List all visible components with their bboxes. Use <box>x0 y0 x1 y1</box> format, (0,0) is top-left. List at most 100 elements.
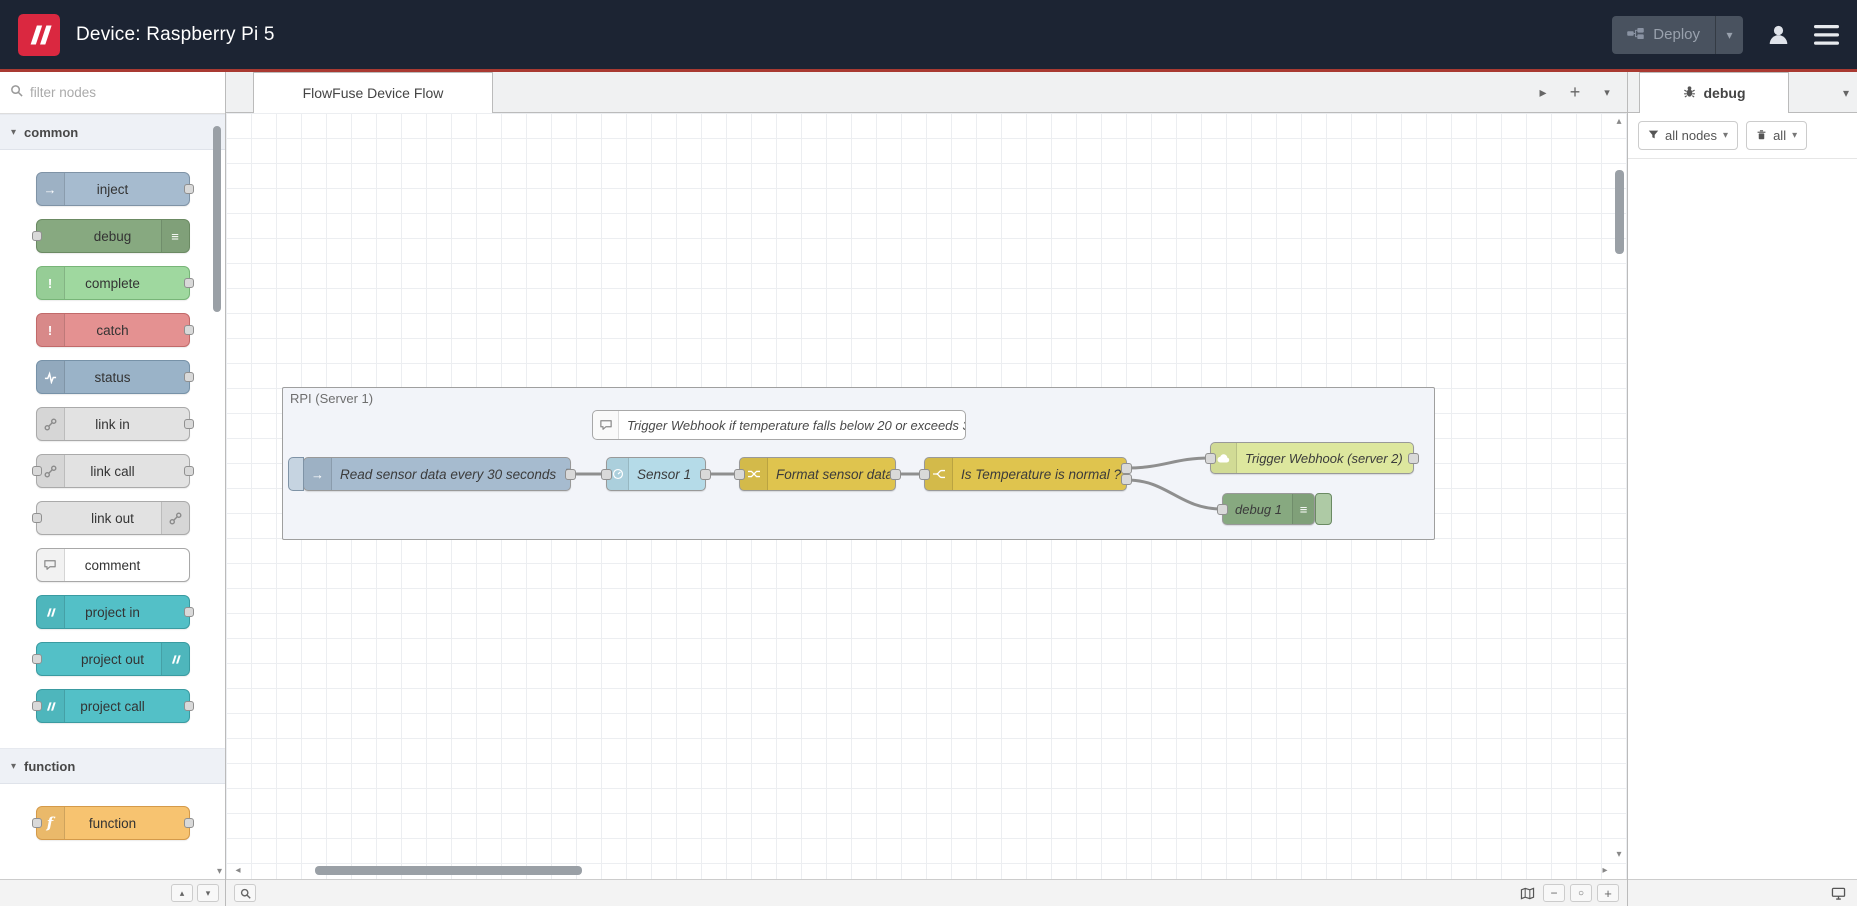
palette-node-comment[interactable]: comment <box>35 548 190 582</box>
flow-node-inject[interactable]: → Read sensor data every 30 seconds ↻ <box>288 457 576 491</box>
deploy-button-group: Deploy ▾ <box>1612 15 1743 54</box>
output-port-1[interactable] <box>1121 463 1132 474</box>
sidebar-menu-caret[interactable]: ▾ <box>1842 85 1849 100</box>
tab-scroll-right-icon[interactable]: ▸ <box>1539 84 1547 100</box>
palette-node-link-call[interactable]: link call <box>31 454 194 488</box>
vertical-scrollbar-thumb[interactable] <box>1614 170 1624 254</box>
input-port[interactable] <box>31 701 42 711</box>
output-port[interactable] <box>565 468 576 480</box>
palette-scrollbar-thumb[interactable] <box>213 126 221 312</box>
canvas-vertical-scrollbar: ▴ ▾ <box>1613 116 1625 861</box>
flow-node-temperature-switch[interactable]: Is Temperature is normal ? <box>919 457 1132 491</box>
palette-node-project-out[interactable]: project out <box>31 642 190 676</box>
deploy-button[interactable]: Deploy <box>1612 16 1715 54</box>
output-port[interactable] <box>183 278 194 288</box>
palette-items-common: → inject ≡ debug ! complete <box>0 150 225 748</box>
input-port[interactable] <box>601 468 612 480</box>
palette-node-project-call[interactable]: project call <box>31 689 194 723</box>
tab-debug[interactable]: debug <box>1639 72 1789 113</box>
palette-search <box>0 72 225 114</box>
debug-clear-button[interactable]: all ▾ <box>1746 121 1808 150</box>
tab-flowfuse-device-flow[interactable]: FlowFuse Device Flow <box>253 72 493 113</box>
palette-node-link-in[interactable]: link in <box>35 407 194 441</box>
open-console-icon[interactable] <box>1827 884 1849 902</box>
output-port[interactable] <box>700 468 711 480</box>
input-port[interactable] <box>1205 452 1216 464</box>
debug-sidebar: debug ▾ all nodes ▾ all ▾ <box>1627 72 1857 906</box>
input-port[interactable] <box>1217 503 1228 515</box>
flow-node-comment[interactable]: Trigger Webhook if temperature falls bel… <box>592 410 966 440</box>
palette-node-inject[interactable]: → inject <box>35 172 194 206</box>
output-port[interactable] <box>183 419 194 429</box>
input-port[interactable] <box>31 513 42 523</box>
output-port[interactable] <box>183 184 194 194</box>
input-port[interactable] <box>31 818 42 828</box>
header: Device: Raspberry Pi 5 Deploy ▾ <box>0 0 1857 72</box>
user-menu-button[interactable] <box>1765 21 1792 48</box>
scroll-down-arrow[interactable]: ▾ <box>1616 849 1622 860</box>
palette-category-function[interactable]: ▾ function <box>0 748 225 784</box>
palette-category-common[interactable]: ▾ common <box>0 114 225 150</box>
debug-filter-button[interactable]: all nodes ▾ <box>1638 121 1739 150</box>
output-port[interactable] <box>890 468 901 480</box>
flow-tabbar: FlowFuse Device Flow ▸ + ▾ <box>226 72 1627 113</box>
status-pulse-icon <box>36 361 65 393</box>
horizontal-scrollbar-thumb[interactable] <box>315 865 582 875</box>
flow-node-sensor-1[interactable]: Sensor 1 <box>601 457 711 491</box>
minimap-toggle-icon[interactable] <box>1516 884 1538 902</box>
palette-node-link-out[interactable]: link out <box>31 501 190 535</box>
output-port[interactable] <box>1408 452 1419 464</box>
flow-node-debug-1[interactable]: ≡ debug 1 <box>1217 493 1332 525</box>
expand-categories-button[interactable]: ▾ <box>197 884 219 902</box>
add-flow-button[interactable]: + <box>1569 82 1581 102</box>
input-port[interactable] <box>31 654 42 664</box>
output-port[interactable] <box>183 466 194 476</box>
scroll-left-arrow[interactable]: ◂ <box>235 864 241 876</box>
output-port[interactable] <box>183 701 194 711</box>
scroll-up-arrow[interactable]: ▴ <box>1616 116 1622 127</box>
collapse-categories-button[interactable]: ▴ <box>171 884 193 902</box>
palette-node-project-in[interactable]: project in <box>35 595 194 629</box>
input-port[interactable] <box>919 468 930 480</box>
output-port[interactable] <box>183 818 194 828</box>
deploy-options-caret[interactable]: ▾ <box>1715 15 1743 54</box>
debug-messages-area[interactable] <box>1628 159 1857 879</box>
zoom-reset-button[interactable]: ○ <box>1570 884 1592 902</box>
sidebar-tabbar: debug ▾ <box>1628 72 1857 113</box>
output-port[interactable] <box>183 372 194 382</box>
filter-nodes-input[interactable] <box>30 85 215 100</box>
palette-node-debug[interactable]: ≡ debug <box>31 219 190 253</box>
output-port-2[interactable] <box>1121 474 1132 485</box>
catch-icon: ! <box>36 314 65 346</box>
zoom-out-button[interactable]: − <box>1543 884 1565 902</box>
output-port[interactable] <box>183 325 194 335</box>
inject-icon: → <box>36 173 65 205</box>
palette-footer: ▴ ▾ <box>0 879 225 906</box>
trash-icon <box>1756 128 1767 143</box>
debug-sidebar-icon: ≡ <box>1292 494 1314 524</box>
workspace-footer: − ○ + <box>226 879 1627 906</box>
input-port[interactable] <box>734 468 745 480</box>
input-port[interactable] <box>31 231 42 241</box>
flow-node-format-sensor-data[interactable]: Format sensor data <box>734 457 901 491</box>
palette-node-function[interactable]: f function <box>31 806 194 840</box>
zoom-in-button[interactable]: + <box>1597 884 1619 902</box>
canvas-search-button[interactable] <box>234 884 256 902</box>
debug-enable-toggle[interactable] <box>1315 493 1332 525</box>
scroll-right-arrow[interactable]: ▸ <box>1602 864 1608 876</box>
output-port[interactable] <box>183 607 194 617</box>
main-menu-button[interactable] <box>1814 24 1839 45</box>
flow-node-trigger-webhook[interactable]: Trigger Webhook (server 2) <box>1205 442 1419 474</box>
flow-list-caret[interactable]: ▾ <box>1604 87 1610 99</box>
palette-node-status[interactable]: status <box>35 360 194 394</box>
flow-canvas[interactable]: RPI (Server 1) Trigger Webhook if temper… <box>226 113 1627 879</box>
flowfuse-logo-icon[interactable] <box>18 13 60 56</box>
comment-bubble-icon <box>36 549 65 581</box>
palette-node-catch[interactable]: ! catch <box>35 313 194 347</box>
sidebar-footer <box>1628 879 1857 906</box>
palette-node-complete[interactable]: ! complete <box>35 266 194 300</box>
chevron-down-icon: ▾ <box>11 760 17 772</box>
input-port[interactable] <box>31 466 42 476</box>
palette-scroll-down-arrow[interactable]: ▾ <box>216 866 222 877</box>
inject-trigger-button[interactable] <box>288 457 304 491</box>
